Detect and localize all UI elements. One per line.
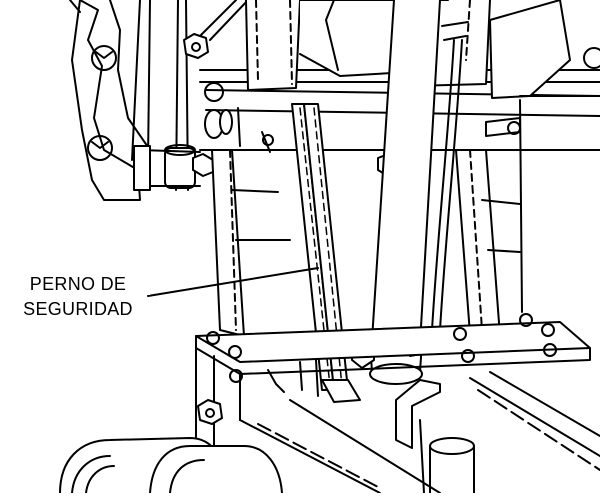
- lower-frame: [239, 371, 600, 494]
- vertical-arms: [211, 0, 523, 337]
- wheels: [59, 437, 283, 494]
- callout-leader-line: [147, 267, 319, 297]
- callout-label-line1: PERNO DE: [6, 273, 150, 295]
- lower-bracket-plate: [195, 313, 591, 494]
- upper-left-linkage: [69, 0, 249, 201]
- safety-pin: [291, 103, 361, 403]
- callout-label-line2: SEGURIDAD: [0, 298, 156, 320]
